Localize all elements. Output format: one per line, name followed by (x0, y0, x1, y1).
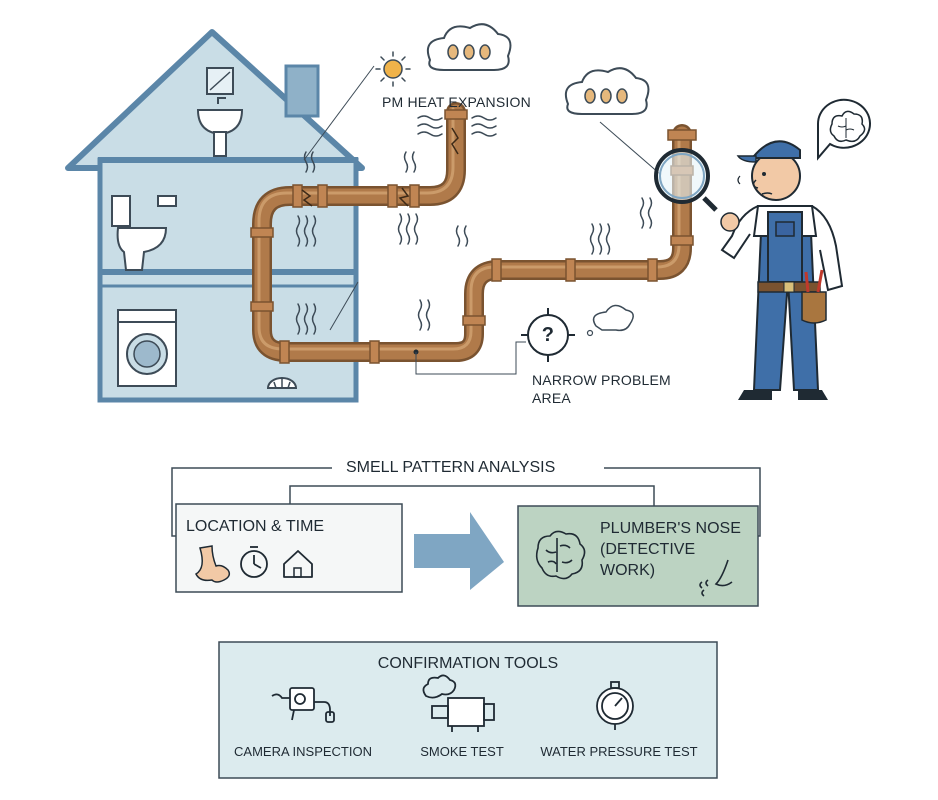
analysis-bracket-lines (171, 467, 761, 537)
pipe-run (250, 102, 697, 364)
problem-area-label-line2: AREA (532, 390, 571, 406)
problem-area-label-line1: NARROW PROBLEM (532, 372, 671, 388)
tool-label-smoke: SMOKE TEST (420, 744, 504, 759)
thought-cloud-icon (564, 67, 661, 175)
target-icon (415, 304, 634, 375)
clock-icon (240, 546, 268, 578)
plumbers-nose-title-line3: WORK) (600, 562, 656, 579)
brain-icon (535, 530, 586, 580)
house-icon (283, 550, 313, 578)
analysis-title: SMELL PATTERN ANALYSIS (340, 459, 562, 477)
thought-cloud-icon (426, 23, 512, 71)
plumbers-nose-box (517, 505, 759, 607)
location-time-title: LOCATION & TIME (186, 518, 325, 535)
brain-thought-icon (816, 98, 871, 161)
pressure-gauge-icon (596, 681, 634, 730)
confirmation-tools-title: CONFIRMATION TOOLS (377, 655, 559, 672)
nose-icon (195, 545, 231, 583)
sun-icon (375, 51, 411, 87)
plumber-figure (654, 98, 871, 400)
sink-icon (196, 97, 244, 157)
washing-machine-icon (117, 309, 177, 387)
problem-question-mark: ? (541, 324, 555, 346)
heat-expansion-label: PM HEAT EXPANSION (382, 94, 531, 110)
plumbers-nose-title-line2: (DETECTIVE (600, 541, 696, 558)
sniffing-nose-icon (699, 559, 733, 597)
toilet-icon (111, 195, 168, 271)
odor-wave-lines (295, 115, 653, 335)
camera-icon (271, 687, 335, 723)
plumbers-nose-title-line1: PLUMBER'S NOSE (600, 520, 741, 537)
tool-label-pressure: WATER PRESSURE TEST (540, 744, 698, 759)
tool-label-camera: CAMERA INSPECTION (234, 744, 372, 759)
smoke-machine-icon (422, 674, 495, 732)
right-arrow-icon (414, 512, 504, 590)
